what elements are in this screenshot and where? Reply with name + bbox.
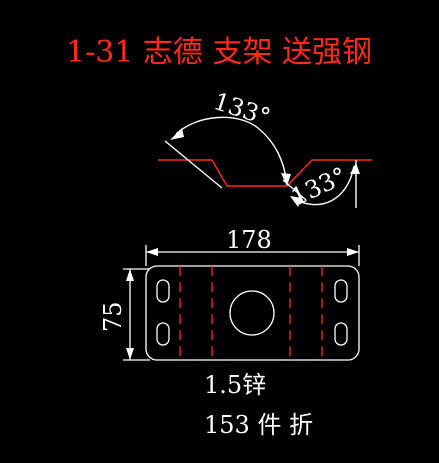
arrowhead-height-top	[126, 269, 134, 281]
center-hole	[229, 290, 275, 336]
dimension-label-width: 178	[226, 226, 272, 254]
bend-profile	[158, 116, 372, 208]
arrowhead-top-right	[281, 173, 291, 186]
arrowhead-width-right	[347, 248, 359, 256]
extension-line-left	[164, 140, 223, 189]
quantity-note: 153 件 折	[204, 411, 313, 439]
arrowhead-top-left	[170, 128, 184, 140]
drawing-title: 1-31 志德 支架 送强钢	[66, 35, 372, 70]
angle-label-top: 133°	[210, 87, 274, 131]
angle-arc-bottom	[292, 165, 355, 206]
slot-bottom-right	[334, 322, 348, 346]
material-note: 1.5锌	[204, 371, 266, 399]
angle-arc-top	[175, 116, 288, 185]
profile-line	[158, 159, 372, 187]
arrowhead-width-left	[146, 248, 158, 256]
plan-view	[123, 245, 360, 361]
part-outline	[145, 265, 360, 361]
slot-top-right	[334, 279, 348, 303]
slot-bottom-left	[156, 322, 170, 346]
dimension-label-height: 75	[99, 301, 127, 332]
arrowhead-height-bottom	[126, 348, 134, 360]
slot-top-left	[156, 279, 170, 303]
arrowhead-bottom-right	[350, 163, 360, 174]
arrowhead-bottom-left	[290, 196, 302, 207]
